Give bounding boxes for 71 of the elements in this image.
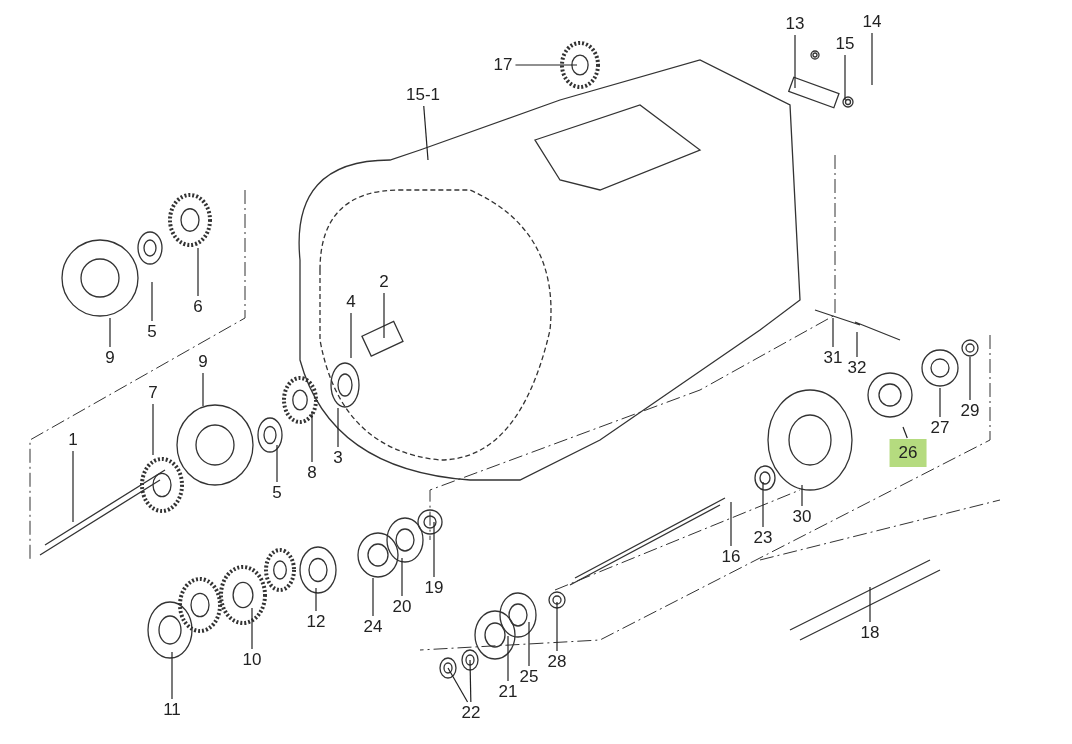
leader-line xyxy=(871,32,873,86)
callout-number: 1 xyxy=(66,430,80,450)
callout-number: 5 xyxy=(145,322,159,342)
leader-line xyxy=(315,587,317,612)
callout-number: 13 xyxy=(783,14,807,34)
leader-line xyxy=(337,407,339,448)
leader-line xyxy=(152,403,154,456)
callout-number: 2 xyxy=(377,272,391,292)
leader-line xyxy=(197,247,199,297)
leader-line xyxy=(311,411,313,463)
leader-line xyxy=(372,577,374,617)
callout-number: 28 xyxy=(545,652,569,672)
callout-number: 30 xyxy=(790,507,814,527)
leader-line xyxy=(902,426,908,439)
callout-number: 21 xyxy=(496,682,520,702)
callout-number: 4 xyxy=(344,292,358,312)
callout-number: 14 xyxy=(860,12,884,32)
callout-number: 27 xyxy=(928,418,952,438)
callout-number: 6 xyxy=(191,297,205,317)
leader-line xyxy=(350,312,352,359)
callout-number: 24 xyxy=(361,617,385,637)
leader-line xyxy=(151,281,153,322)
callout-number: 22 xyxy=(459,703,483,723)
callout-number: 20 xyxy=(390,597,414,617)
callout-number: 10 xyxy=(240,650,264,670)
leader-line xyxy=(251,607,253,650)
leader-line xyxy=(969,356,971,401)
leader-line xyxy=(514,64,578,66)
callout-number: 16 xyxy=(719,547,743,567)
callout-number: 8 xyxy=(305,463,319,483)
callout-number: 29 xyxy=(958,401,982,421)
callout-number: 9 xyxy=(196,352,210,372)
callout-number: 9 xyxy=(103,348,117,368)
leader-line xyxy=(401,557,403,597)
callout-number: 25 xyxy=(517,667,541,687)
callout-number: 19 xyxy=(422,578,446,598)
leader-line xyxy=(171,651,173,700)
callout-number: 26 xyxy=(889,439,927,467)
callout-number: 7 xyxy=(146,383,160,403)
leader-line xyxy=(730,501,732,547)
leader-line xyxy=(202,372,204,407)
callout-number: 3 xyxy=(331,448,345,468)
leader-line xyxy=(939,387,941,418)
leader-line xyxy=(276,444,278,483)
leader-line xyxy=(109,317,111,348)
leader-line xyxy=(794,34,796,89)
callout-number: 31 xyxy=(821,348,845,368)
callout-number: 32 xyxy=(845,358,869,378)
leader-line xyxy=(447,667,469,703)
callout-number: 18 xyxy=(858,623,882,643)
callout-number: 15 xyxy=(833,34,857,54)
leader-line xyxy=(844,54,846,101)
leader-line xyxy=(869,586,871,623)
leader-line xyxy=(72,450,74,523)
callout-number: 12 xyxy=(304,612,328,632)
leader-line xyxy=(556,601,558,652)
leader-line xyxy=(856,331,858,358)
leader-line xyxy=(383,292,385,339)
leader-line xyxy=(801,484,803,507)
leader-line xyxy=(832,317,834,348)
leader-line xyxy=(528,621,530,667)
leader-line xyxy=(423,105,429,161)
callout-number: 5 xyxy=(270,483,284,503)
callout-number: 11 xyxy=(161,700,183,720)
leader-line xyxy=(762,481,764,528)
leader-line xyxy=(507,635,509,682)
leader-line xyxy=(469,659,472,703)
callout-number: 15-1 xyxy=(404,85,442,105)
leader-line xyxy=(433,521,435,578)
callout-number: 17 xyxy=(491,55,515,75)
callout-number: 23 xyxy=(751,528,775,548)
